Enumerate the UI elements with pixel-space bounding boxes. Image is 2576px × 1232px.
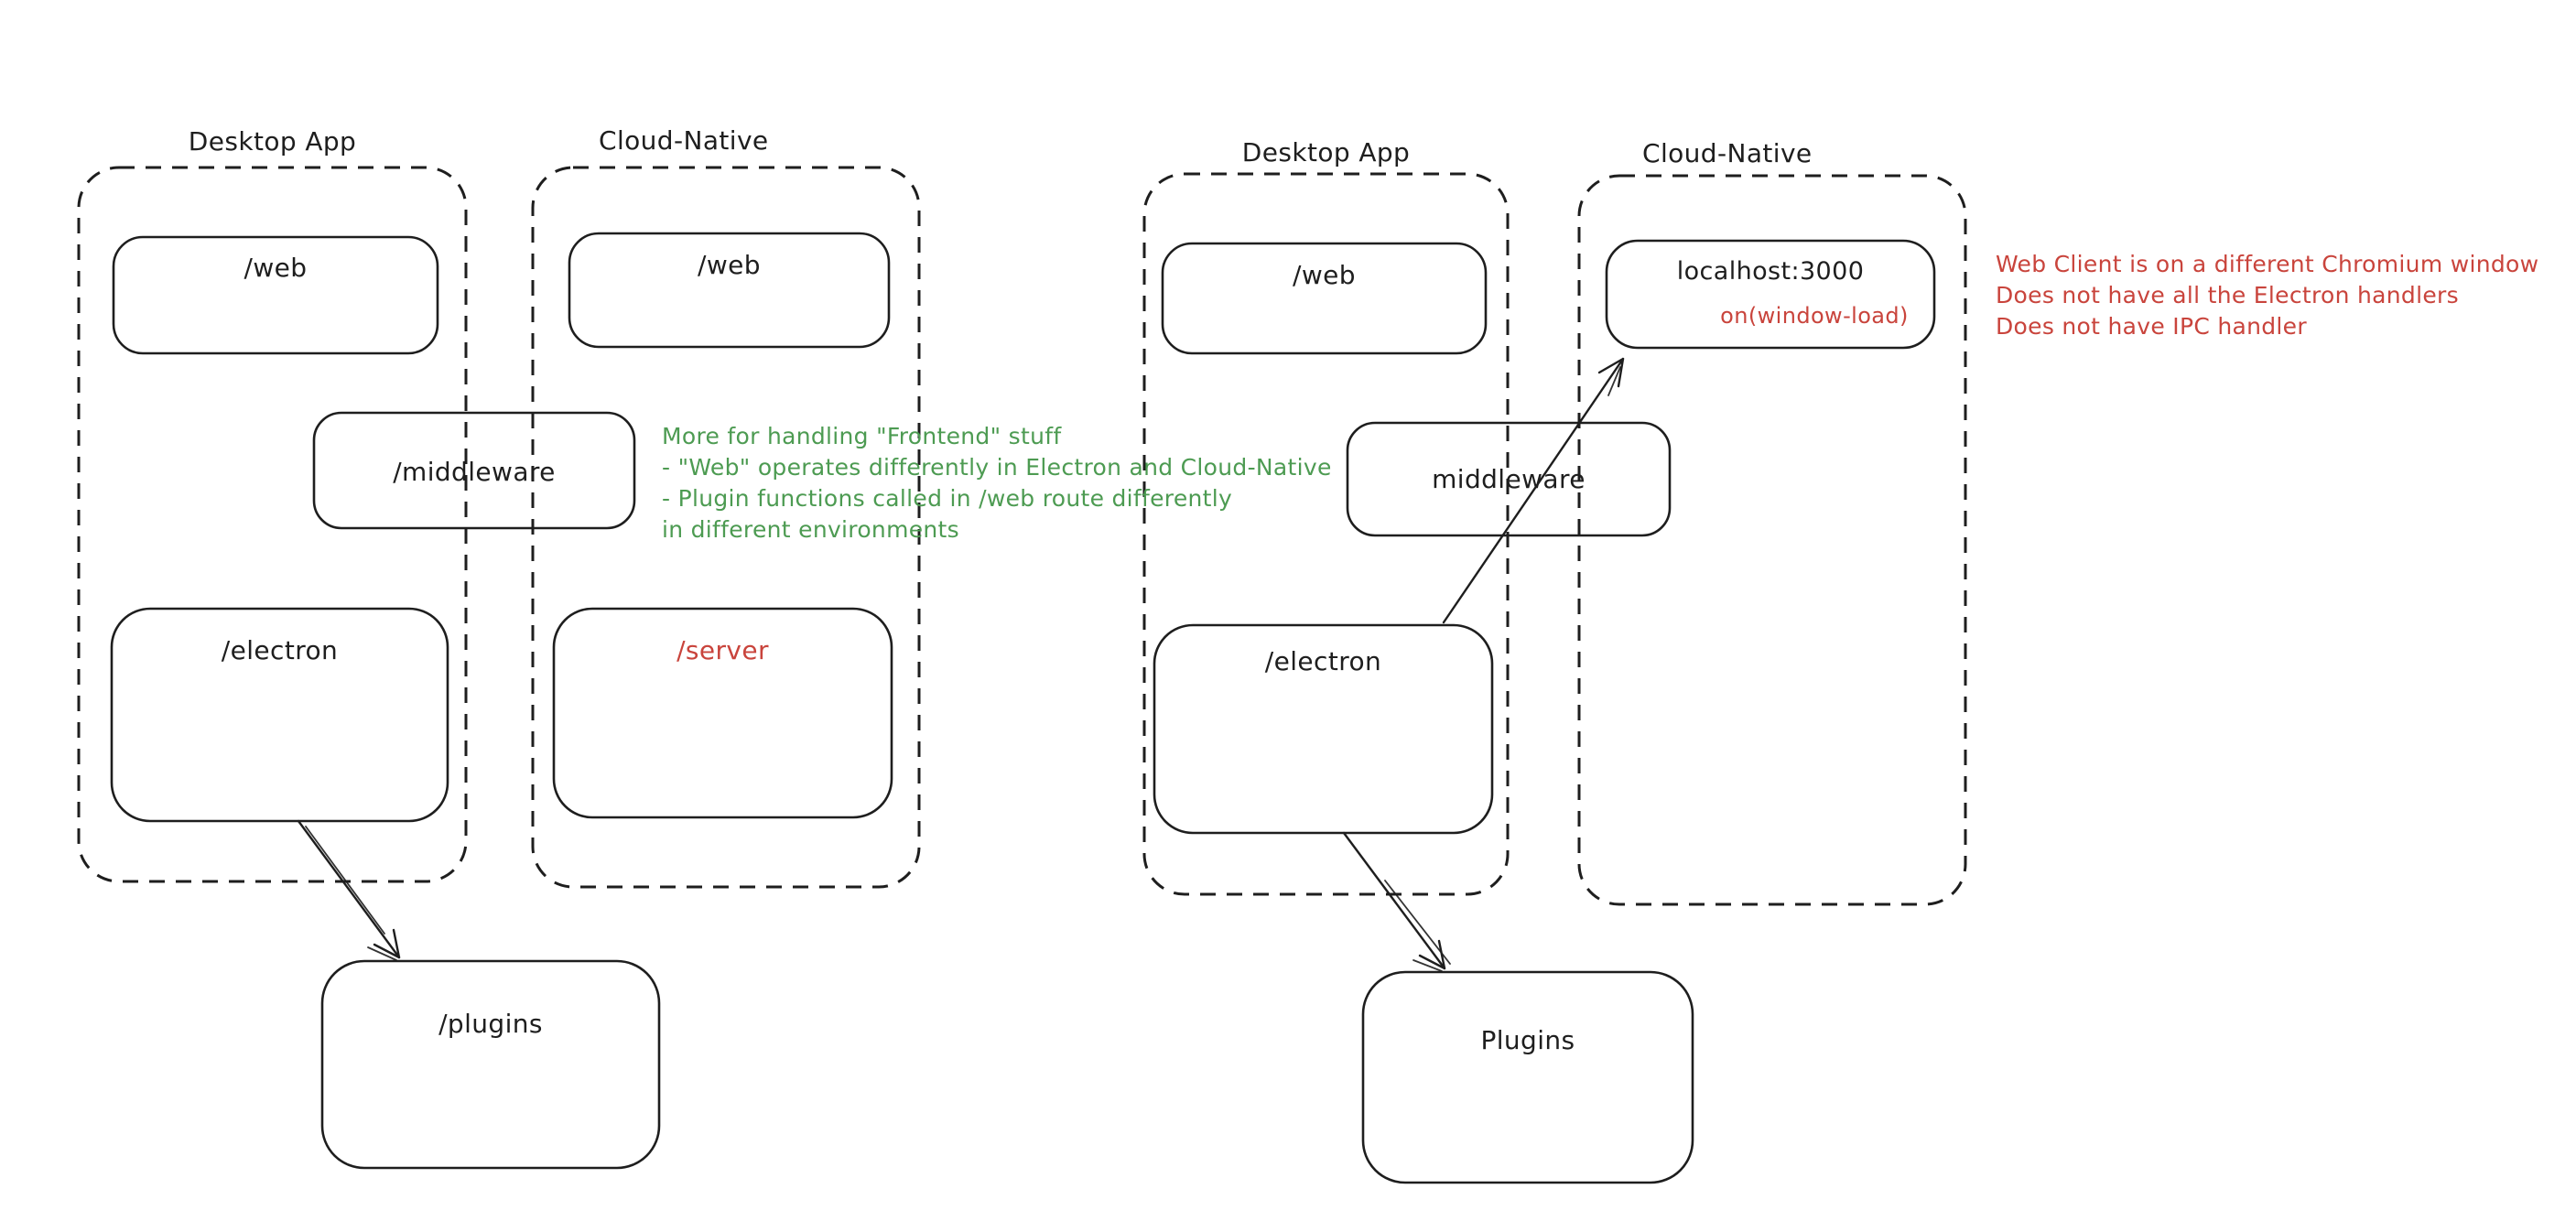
green-note-line: - Plugin functions called in /web route … [662,485,1233,512]
left-web-desktop-label: /web [244,253,308,283]
left-server-label: /server [676,635,769,665]
arrow-right-electron-to-plugins [1342,831,1451,972]
left-web-cloud-box [568,232,891,349]
left-middleware-box [312,411,636,530]
green-note-line: More for handling "Frontend" stuff [662,423,1062,449]
left-desktop-app-title: Desktop App [188,126,357,157]
right-plugins-label: Plugins [1480,1025,1575,1055]
left-cloud-native-title: Cloud-Native [599,125,769,156]
red-note-line: Web Client is on a different Chromium wi… [1996,251,2539,277]
right-localhost-box [1605,239,1936,350]
left-electron-box [110,607,449,823]
right-localhost-label: localhost:3000 [1676,257,1865,286]
right-cloud-native-container [1577,174,1967,906]
right-on-window-load-label: on(window-load) [1720,303,1909,329]
right-middleware-label: middleware [1432,464,1586,494]
right-middleware-box [1346,421,1672,537]
left-web-cloud-label: /web [698,250,761,280]
arrow-left-electron-to-plugins [297,819,401,961]
left-desktop-app-container [77,166,468,883]
right-electron-label: /electron [1264,646,1382,676]
right-red-note: Web Client is on a different Chromium wi… [1996,249,2538,342]
left-plugins-box [320,959,661,1170]
red-note-line: Does not have IPC handler [1996,313,2307,340]
arrow-right-electron-to-localhost [1442,357,1625,624]
right-desktop-app-title: Desktop App [1241,137,1411,168]
red-note-line: Does not have all the Electron handlers [1996,282,2459,308]
right-electron-box [1153,623,1494,835]
left-electron-label: /electron [221,635,339,665]
left-server-box [552,607,893,819]
right-plugins-box [1361,970,1694,1184]
green-note-line: - "Web" operates differently in Electron… [662,454,1332,481]
left-plugins-label: /plugins [438,1009,543,1039]
left-green-note: More for handling "Frontend" stuff - "We… [662,421,1332,546]
left-middleware-label: /middleware [393,457,556,487]
left-web-desktop-box [112,235,439,355]
green-note-line: in different environments [662,516,959,543]
right-web-box [1161,242,1488,355]
right-web-label: /web [1293,260,1356,290]
right-cloud-native-title: Cloud-Native [1642,138,1813,168]
right-desktop-app-container [1142,172,1510,896]
